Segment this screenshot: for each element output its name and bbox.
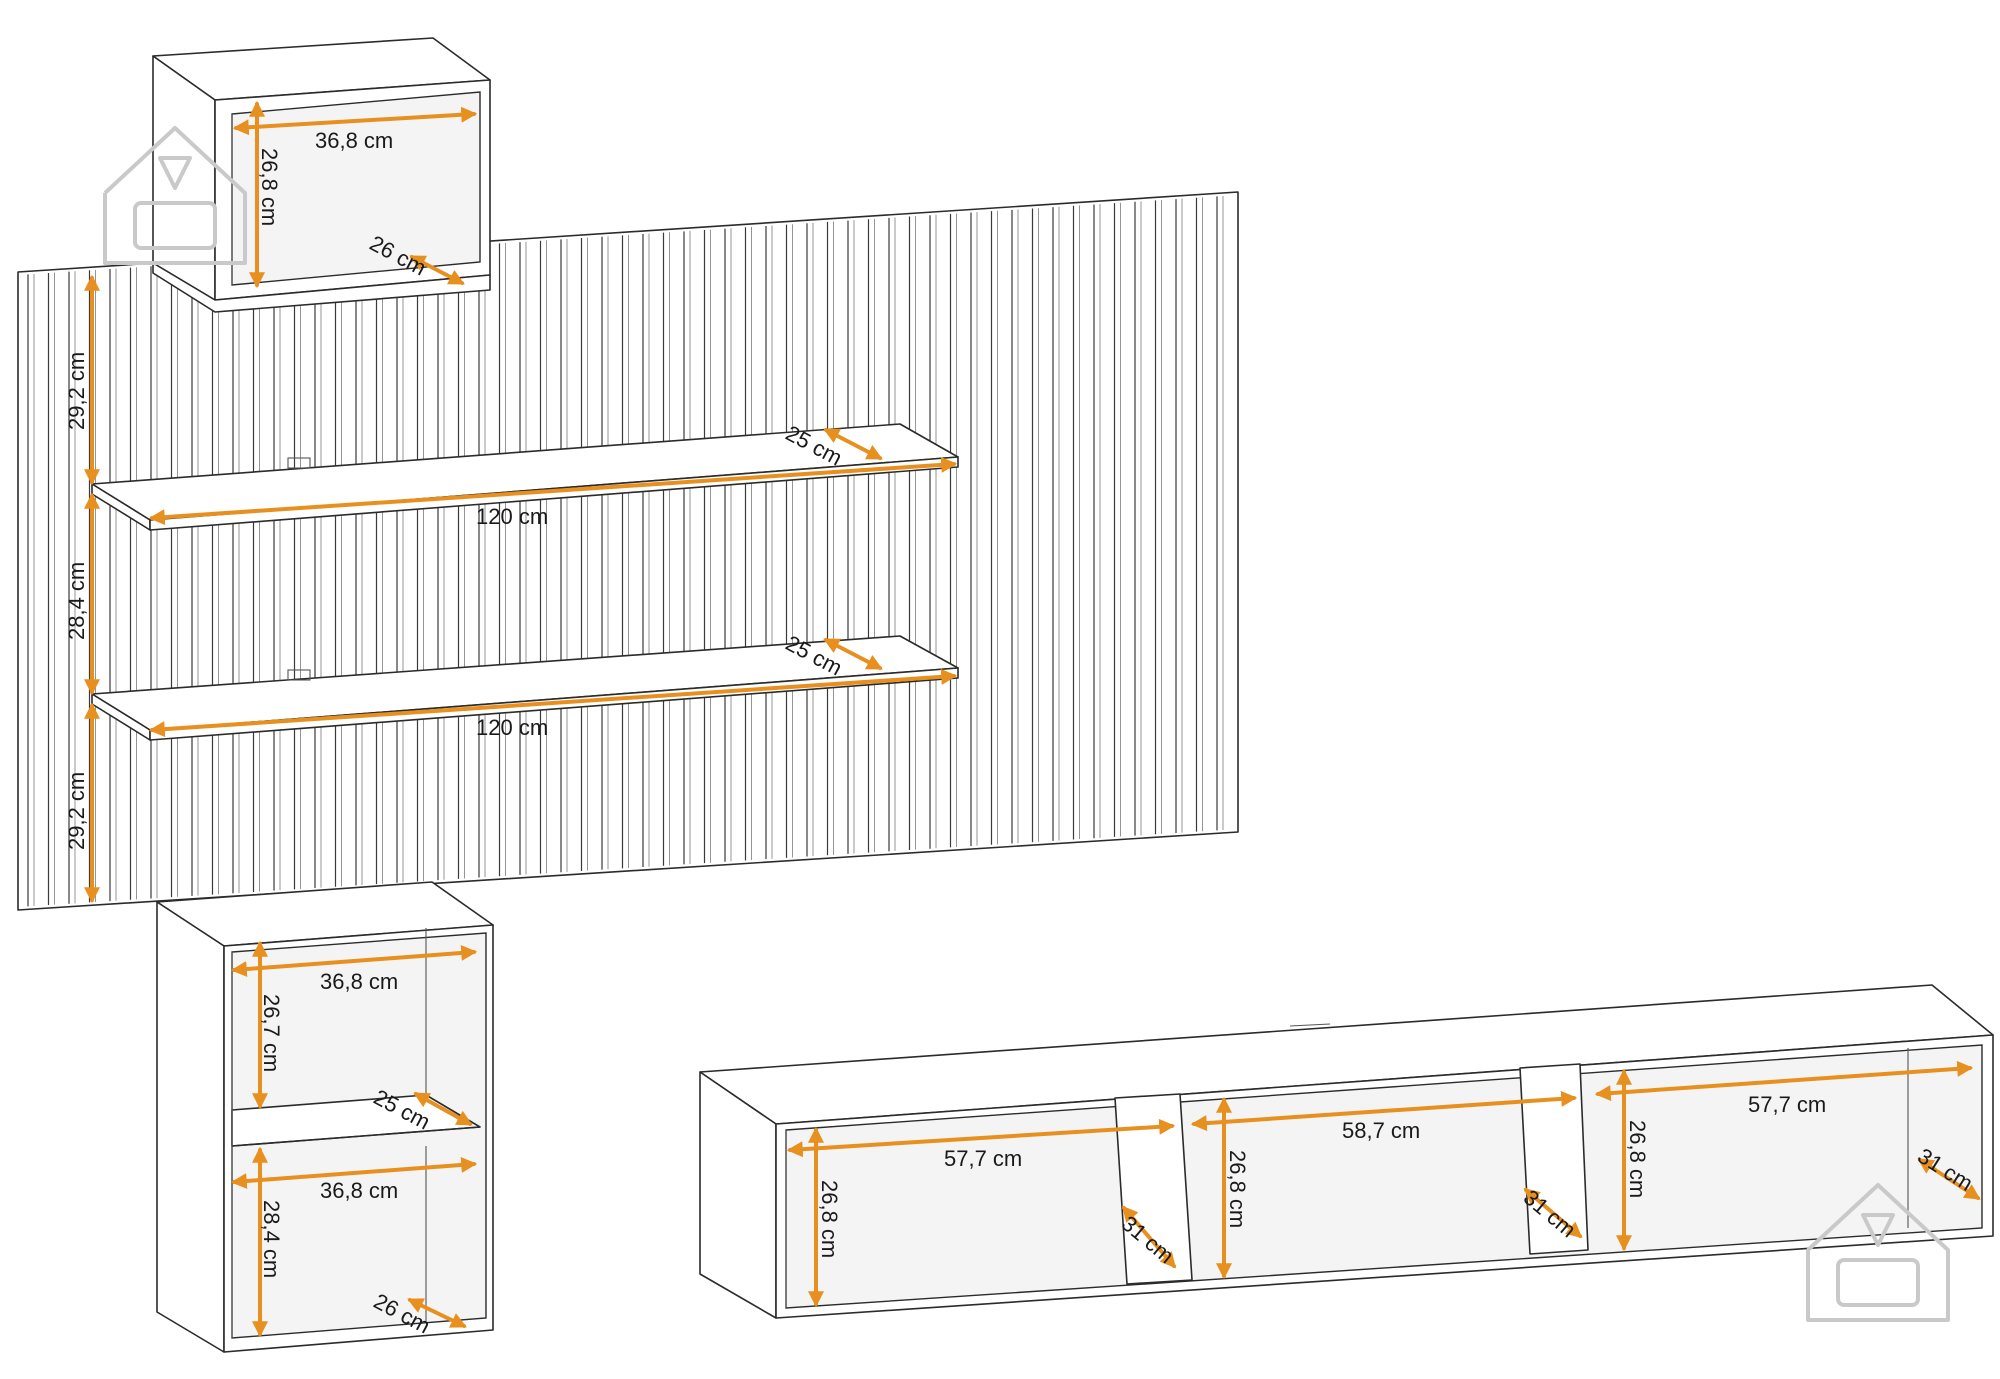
house-sofa-watermark-icon xyxy=(103,126,247,265)
dim-arrow xyxy=(230,1156,478,1190)
panel-gap-bottom-label: 29,2 cm xyxy=(64,772,89,850)
house-sofa-watermark-icon xyxy=(1806,1183,1950,1322)
dim-arrow xyxy=(232,106,478,136)
shelf-bottom-width-label: 120 cm xyxy=(476,715,548,740)
dimension-arrows xyxy=(84,100,1981,1338)
wall-cube-width-label: 36,8 cm xyxy=(315,128,393,153)
cabinet-lower-width-label: 36,8 cm xyxy=(320,1178,398,1203)
dim-arrow xyxy=(148,456,958,526)
panel-gap-top-label: 29,2 cm xyxy=(64,352,89,430)
tv-mid-height-label: 26,8 cm xyxy=(1225,1150,1250,1228)
dim-arrow xyxy=(407,1298,467,1328)
tv-right-width-label: 57,7 cm xyxy=(1748,1092,1826,1117)
dim-arrow xyxy=(1917,1158,1981,1200)
dim-arrow xyxy=(1121,1205,1177,1269)
cabinet-lower-height-label: 28,4 cm xyxy=(259,1200,284,1278)
dim-arrow xyxy=(413,1092,473,1126)
dim-arrow xyxy=(148,668,958,738)
wall-cube-height-label: 26,8 cm xyxy=(257,148,282,226)
open-cabinet xyxy=(156,881,494,1353)
panel-gap-middle-label: 28,4 cm xyxy=(64,562,89,640)
dim-arrow xyxy=(823,428,883,460)
dim-arrow xyxy=(1523,1187,1583,1239)
dim-arrow xyxy=(823,638,883,670)
cabinet-upper-width-label: 36,8 cm xyxy=(320,969,398,994)
dim-arrow xyxy=(1594,1060,1974,1102)
tv-mid-width-label: 58,7 cm xyxy=(1342,1118,1420,1143)
tv-right-height-label: 26,8 cm xyxy=(1625,1120,1650,1198)
tv-left-height-label: 26,8 cm xyxy=(817,1180,842,1258)
dim-arrow xyxy=(1190,1090,1578,1132)
dim-arrow xyxy=(230,944,478,978)
panel-slats xyxy=(27,195,1224,907)
cabinet-upper-height-label: 26,7 cm xyxy=(259,994,284,1072)
dim-arrow xyxy=(786,1118,1176,1158)
tv-left-width-label: 57,7 cm xyxy=(944,1146,1022,1171)
shelf-top-width-label: 120 cm xyxy=(476,504,548,529)
tv-unit xyxy=(699,984,1994,1319)
dim-arrow xyxy=(409,255,465,285)
